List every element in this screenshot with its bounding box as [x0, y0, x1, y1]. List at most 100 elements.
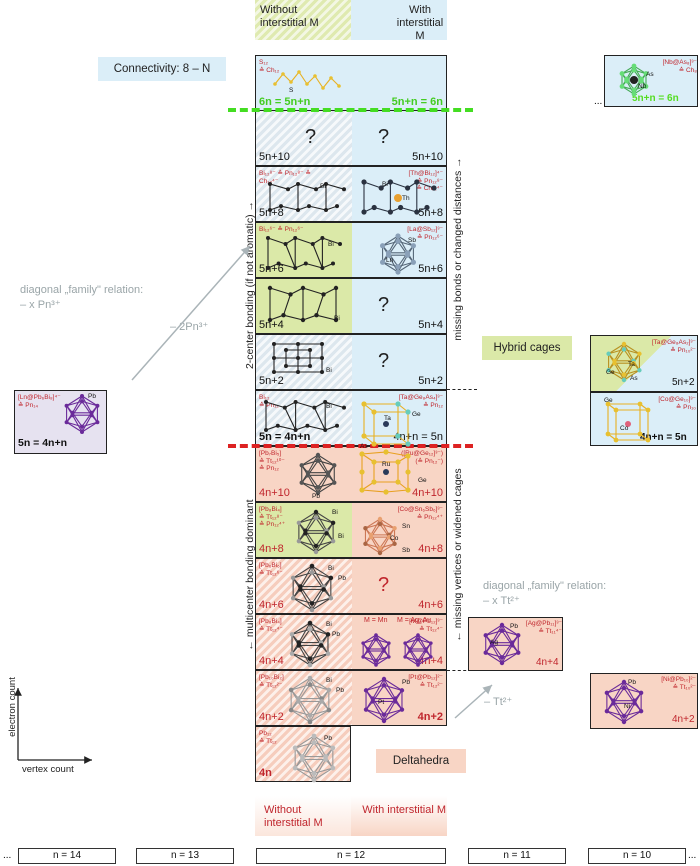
bond [485, 652, 503, 664]
atom [499, 655, 505, 660]
bond [397, 240, 414, 247]
bond [375, 638, 389, 644]
bond [383, 701, 396, 722]
atom [371, 441, 377, 447]
atom-label: Bi [332, 509, 338, 516]
cluster-n10-hybrid-formula: [Ta@Ge₈As₂]³⁻ ≙ Pn₁₀²⁻ [651, 339, 696, 354]
atom [296, 538, 302, 544]
bond [278, 262, 296, 269]
atom [305, 473, 311, 478]
cluster-n10-top-formula: [Nb@As₈]³⁻ ≙ Ch₈ [662, 59, 697, 74]
grid-row-7: [Pb₇Bi₅] ≙ Tt₁₂¹⁰⁻ ≙ Pn₁₂([Ru@Ge₁₂]³⁻) (… [255, 446, 447, 502]
atom [297, 70, 301, 74]
atom-label: Ge [418, 477, 427, 484]
diag-bottom-text2: – x Tt²⁺ [483, 595, 520, 607]
bond [291, 684, 311, 691]
ellipsis-right-top: ... [594, 96, 603, 107]
atom [307, 682, 313, 687]
atom [311, 740, 317, 745]
bond [301, 454, 319, 466]
bond [365, 518, 381, 529]
bond [317, 454, 329, 474]
atom [381, 683, 387, 688]
atom [612, 361, 617, 366]
atom [276, 261, 281, 266]
atom [379, 259, 386, 265]
bond [295, 237, 313, 245]
bond [277, 425, 296, 431]
cluster-n10-hybrid [590, 335, 698, 392]
footer-without-label: Without interstitial M [264, 804, 323, 829]
bond [294, 735, 315, 749]
bond [383, 709, 403, 716]
header-with-label: With interstitial M [396, 4, 444, 42]
atom [342, 187, 346, 192]
atom [289, 80, 293, 84]
bond [485, 652, 503, 658]
atom [95, 403, 100, 408]
bond [311, 565, 332, 579]
atom [405, 185, 411, 191]
question-mark-4: ? [378, 574, 390, 596]
atom [328, 575, 334, 581]
atom [325, 632, 331, 637]
atom [320, 236, 325, 240]
atom [272, 356, 276, 360]
column-label-n12: n = 12 [256, 848, 446, 864]
bond [269, 287, 291, 295]
bond [274, 73, 284, 85]
atom [378, 185, 384, 191]
bond [313, 759, 327, 781]
bond [66, 395, 83, 407]
bond [612, 681, 625, 701]
bond [282, 73, 292, 83]
atom [296, 342, 300, 346]
cluster-n14 [14, 390, 107, 454]
cluster-n10-ge-formula: [Co@Ge₁₀]³⁻ ≙ Pn₁₀ [658, 396, 696, 411]
bond [417, 638, 431, 644]
atom [307, 620, 313, 626]
bond [290, 287, 304, 295]
atom [293, 236, 298, 240]
question-mark-2: ? [378, 294, 390, 316]
column-label-n13: n = 13 [136, 848, 234, 864]
atom [272, 342, 276, 346]
atom [431, 185, 437, 191]
atom [296, 643, 302, 648]
bond [81, 421, 98, 433]
bond [284, 407, 297, 431]
bond [382, 261, 399, 273]
atom [386, 534, 392, 540]
atom [359, 451, 365, 457]
bond [315, 540, 334, 547]
atom [328, 595, 334, 601]
bond [291, 653, 311, 666]
atom [395, 479, 401, 485]
atom [325, 473, 331, 478]
cluster-n10-bottom-label: 4n+2 [672, 714, 695, 725]
atom [268, 182, 272, 186]
cluster-n11-label: 4n+4 [536, 657, 559, 668]
bond [295, 767, 315, 774]
atom-label: Bi [320, 183, 326, 190]
atom [379, 243, 386, 249]
bond [367, 634, 377, 650]
atom-label: Bi [338, 533, 344, 540]
atom [377, 545, 383, 551]
atom [429, 641, 433, 645]
atom [313, 515, 319, 521]
atom [405, 487, 411, 493]
atom [303, 261, 308, 266]
bond [291, 622, 311, 635]
bond [295, 742, 315, 749]
bond [404, 634, 419, 644]
atom [374, 637, 378, 642]
atom [516, 650, 521, 655]
bond [379, 543, 395, 549]
atom [296, 208, 300, 212]
bond [501, 630, 519, 636]
atom [377, 550, 383, 556]
